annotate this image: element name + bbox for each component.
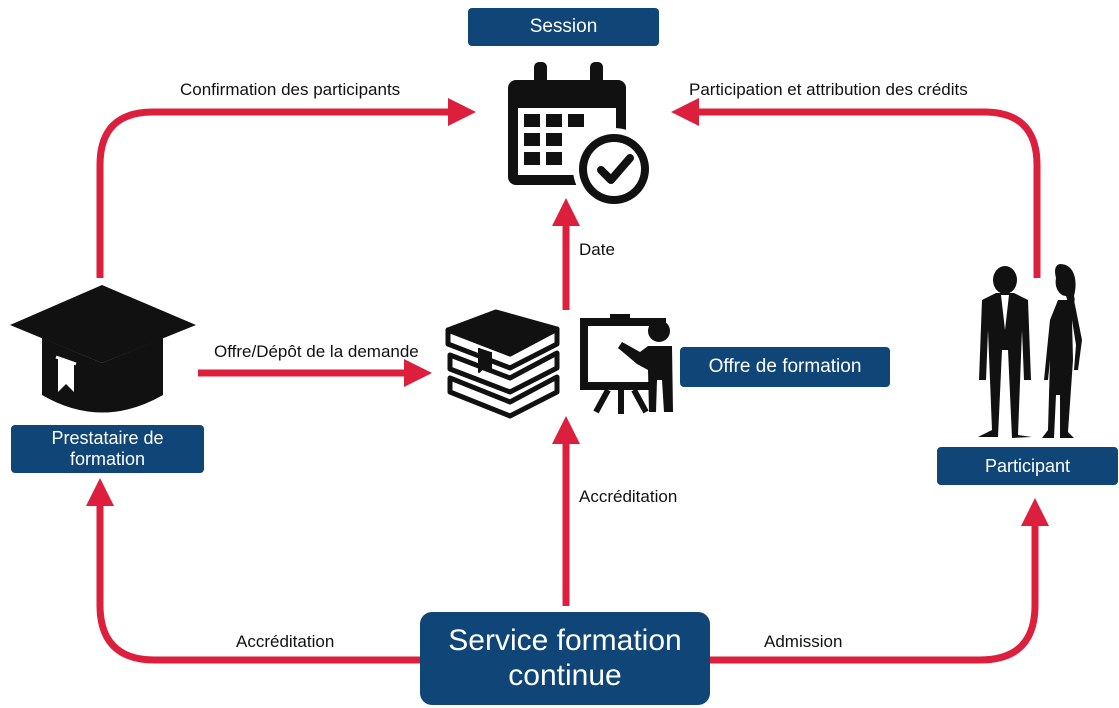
offre-de-formation-label: Offre de formation [708, 356, 862, 378]
edge-label-accreditation-left: Accréditation [236, 632, 335, 651]
offre-de-formation-box: Offre de formation [680, 347, 890, 387]
edge-label-confirmation: Confirmation des participants [180, 80, 401, 99]
edge-label-admission: Admission [764, 632, 843, 651]
edge-label-accreditation-center: Accréditation [579, 487, 678, 506]
edge-label-participation: Participation et attribution des crédits [689, 80, 968, 99]
books-icon [445, 309, 560, 419]
arrow-participation [671, 98, 1041, 278]
arrow-confirmation [96, 98, 476, 278]
service-formation-continue-label: Service formation continue [448, 624, 682, 692]
prestataire-label: Prestataire de formation [51, 428, 164, 469]
arrow-admission [710, 498, 1049, 664]
arrow-accreditation-left [86, 478, 420, 664]
participant-label: Participant [984, 455, 1071, 476]
session-box: Session [468, 8, 659, 46]
edge-label-date: Date [579, 240, 615, 259]
presenter-board-icon [580, 314, 673, 414]
edge-label-offre-depot: Offre/Dépôt de la demande [214, 342, 419, 361]
prestataire-box: Prestataire de formation [11, 425, 204, 473]
calendar-check-icon [508, 62, 655, 210]
session-label: Session [529, 16, 598, 38]
graduation-cap-icon [10, 285, 196, 413]
participant-box: Participant [937, 447, 1118, 485]
service-formation-continue-box: Service formation continue [420, 612, 710, 705]
people-silhouettes-icon [978, 264, 1082, 438]
